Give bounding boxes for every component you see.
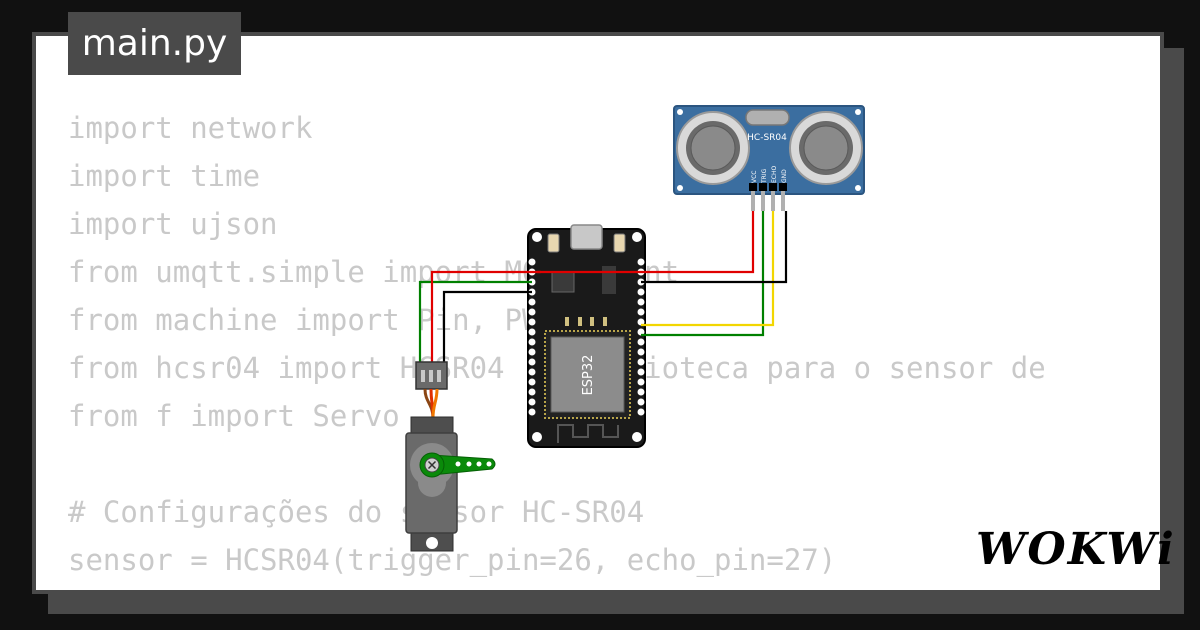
code-line-3: import ujson [68,207,278,241]
esp32-label: ESP32 [581,355,596,396]
sensor-pin-header [749,183,787,211]
ultrasonic-sensor[interactable]: HC-SR04 VCC TRIG ECHO GND [673,105,865,211]
wire-servo-signal-green[interactable] [418,280,532,365]
reset-button[interactable] [613,233,626,253]
sensor-transducer-left-icon [676,111,750,185]
pcb-antenna [557,424,619,443]
sensor-pin-label-vcc: VCC [751,171,758,183]
sensor-crystal [745,109,790,126]
usb-chip [551,271,575,293]
code-line-2: import time [68,159,261,193]
file-tab[interactable]: main.py [68,12,241,75]
sensor-pin-label-echo: ECHO [771,166,778,183]
wire-trig-green[interactable] [641,211,765,337]
sensor-label: HC-SR04 [747,133,787,143]
boot-button[interactable] [547,233,560,253]
wire-vcc-red[interactable] [537,211,755,274]
wokwi-logo: WOKWi [976,524,1176,575]
right-pin-row [637,258,645,416]
wire-servo-ground-black[interactable] [442,290,532,365]
code-line-1: import network [68,111,313,145]
esp32-board[interactable]: ESP32 [527,224,646,448]
esp32-module: ESP32 [544,330,631,419]
code-block: import network import time import ujson fro… [68,104,1132,584]
code-line-10: sensor = HCSR04(trigger_pin=26, echo_pin… [68,543,837,577]
servo-motor[interactable] [405,361,496,552]
wire-echo-yellow[interactable] [641,211,775,327]
sensor-pin-label-gnd: GND [781,169,788,183]
sensor-transducer-right-icon [789,111,863,185]
wire-gnd-black[interactable] [641,211,788,284]
wire-servo-power-red[interactable] [430,270,541,365]
regulator-chip [602,266,616,294]
code-line-7: from f import Servo [68,399,400,433]
usb-port [570,224,603,250]
sensor-pin-label-trig: TRIG [761,168,768,184]
servo-horn[interactable] [431,454,496,476]
code-line-6: from hcsr04 import HCSR04 # Biblioteca p… [68,351,1046,385]
